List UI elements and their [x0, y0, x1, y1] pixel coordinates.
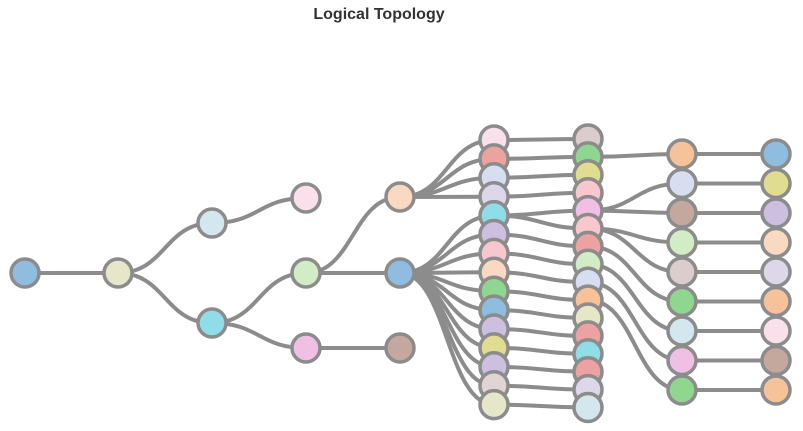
node-d6[interactable] — [760, 285, 792, 318]
node-d3[interactable] — [760, 197, 792, 229]
diagram-title: Logical Topology — [313, 6, 445, 23]
node-n1[interactable] — [9, 257, 41, 289]
node-c6[interactable] — [666, 285, 698, 318]
node-d7[interactable] — [760, 315, 792, 347]
node-n10[interactable] — [384, 332, 416, 364]
node-d8[interactable] — [760, 344, 792, 377]
node-n7[interactable] — [290, 332, 322, 364]
node-c8[interactable] — [666, 344, 698, 377]
node-c1[interactable] — [666, 138, 698, 170]
node-n4[interactable] — [196, 307, 228, 339]
node-d9[interactable] — [760, 374, 792, 406]
node-c3[interactable] — [666, 197, 698, 229]
node-d5[interactable] — [760, 256, 792, 288]
node-b16[interactable] — [572, 391, 604, 424]
node-c2[interactable] — [666, 167, 698, 200]
node-n6[interactable] — [290, 257, 322, 289]
link-n4-n6 — [211, 271, 307, 325]
node-d1[interactable] — [760, 138, 792, 170]
node-c7[interactable] — [666, 315, 698, 347]
node-n8[interactable] — [384, 181, 416, 213]
link-n6-n8 — [305, 195, 401, 275]
node-c4[interactable] — [666, 226, 698, 259]
node-n5[interactable] — [290, 182, 322, 214]
node-a15[interactable] — [478, 388, 510, 421]
link-n2-n4 — [117, 271, 213, 325]
nodes-layer — [9, 123, 792, 424]
link-n2-n3 — [117, 221, 213, 275]
node-n3[interactable] — [196, 207, 228, 239]
node-d4[interactable] — [760, 226, 792, 259]
node-c9[interactable] — [666, 374, 698, 406]
node-d2[interactable] — [760, 167, 792, 200]
node-n2[interactable] — [102, 257, 134, 289]
node-c5[interactable] — [666, 256, 698, 288]
link-n9-a15 — [399, 271, 495, 407]
node-n9[interactable] — [384, 257, 416, 289]
